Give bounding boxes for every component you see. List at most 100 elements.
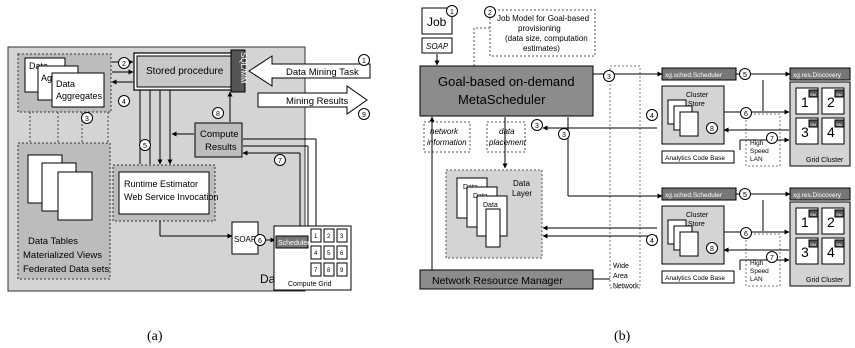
runtime-estimator-box xyxy=(118,171,210,215)
svg-text:3: 3 xyxy=(801,244,809,260)
grid-clusters: xg.sched.Scheduler xg.res.DiscoveryCluste… xyxy=(661,67,851,287)
svg-text:xg.res.Discovery: xg.res.Discovery xyxy=(793,72,842,79)
svg-text:Materialized Views: Materialized Views xyxy=(23,250,102,261)
svg-text:network: network xyxy=(430,127,459,136)
step-circle xyxy=(139,139,151,151)
svg-text:Compute: Compute xyxy=(200,129,239,140)
step-circle xyxy=(118,95,130,107)
svg-text:(data size, computation: (data size, computation xyxy=(505,34,588,43)
panel-b: Job SOAP Job Model for Goal-based provis… xyxy=(419,5,851,344)
step-circle xyxy=(646,109,658,121)
step-circle xyxy=(706,242,718,254)
svg-text:Speed: Speed xyxy=(750,148,769,155)
step-number: 5 xyxy=(143,143,147,150)
step-circle xyxy=(484,6,496,18)
sm-badge xyxy=(808,239,819,248)
svg-text:SM: SM xyxy=(810,212,816,217)
svg-text:Analytics Code Base: Analytics Code Base xyxy=(665,155,725,162)
svg-text:SM: SM xyxy=(836,92,842,97)
step-circle xyxy=(212,107,224,119)
step-number: 1 xyxy=(362,58,366,65)
svg-text:High: High xyxy=(750,140,764,147)
svg-text:Analytics Code Base: Analytics Code Base xyxy=(665,275,725,282)
svg-text:Grid Cluster: Grid Cluster xyxy=(806,277,844,284)
svg-text:Mining Results: Mining Results xyxy=(286,96,349,107)
svg-text:Results: Results xyxy=(205,142,237,153)
sm-badge xyxy=(808,89,819,98)
step-number: 2 xyxy=(488,10,492,17)
step-number: 4 xyxy=(122,99,126,106)
step-number: 2 xyxy=(122,61,126,68)
svg-text:LAN: LAN xyxy=(750,276,763,283)
grid-cell-number: 6 xyxy=(340,251,344,257)
svg-text:Data: Data xyxy=(483,202,498,209)
job-box xyxy=(421,7,453,35)
step-number: 8 xyxy=(710,246,714,253)
step-number: 3 xyxy=(562,132,566,139)
svg-text:Data: Data xyxy=(56,79,75,89)
svg-text:Federated Data sets: Federated Data sets xyxy=(23,264,109,275)
svg-text:Data Tables: Data Tables xyxy=(28,236,78,247)
step-circle xyxy=(118,57,130,69)
sm-badge xyxy=(834,209,845,218)
step-number: 4 xyxy=(650,113,654,120)
step-circle xyxy=(740,227,752,239)
grid-cell-number: 5 xyxy=(327,251,331,257)
sm-badge xyxy=(834,89,845,98)
job-model-box xyxy=(489,9,596,57)
soap-box-b xyxy=(421,37,453,54)
caption-a: (a) xyxy=(147,329,163,344)
svg-text:Wide: Wide xyxy=(613,263,629,270)
svg-text:SM: SM xyxy=(836,242,842,247)
step-number: 4 xyxy=(650,238,654,245)
svg-text:Network: Network xyxy=(613,283,639,290)
step-number: 5 xyxy=(743,72,747,79)
step-number: 8 xyxy=(216,111,220,118)
grid-cell xyxy=(323,228,335,243)
step-circle xyxy=(446,5,458,17)
svg-text:Store: Store xyxy=(688,101,705,108)
analytics-code-base xyxy=(661,150,735,164)
step-number: 9 xyxy=(362,112,366,119)
step-number: 3 xyxy=(607,74,611,81)
step-circle xyxy=(531,119,543,131)
grid-cell xyxy=(323,262,335,277)
svg-text:SM: SM xyxy=(810,242,816,247)
grid-cell xyxy=(310,245,322,260)
svg-text:SQL/MM: SQL/MM xyxy=(239,52,248,84)
svg-text:Runtime Estimator: Runtime Estimator xyxy=(124,179,198,189)
step-number: 3 xyxy=(85,116,89,123)
svg-text:1: 1 xyxy=(801,94,809,110)
grid-cell xyxy=(336,228,348,243)
svg-text:xg.sched.Scheduler: xg.sched.Scheduler xyxy=(665,192,723,199)
grid-cell-number: 9 xyxy=(340,268,344,274)
step-number: 5 xyxy=(743,192,747,199)
svg-text:2: 2 xyxy=(827,94,835,110)
data-mining-task-arrow xyxy=(248,55,371,87)
svg-text:provisioning: provisioning xyxy=(518,24,561,33)
svg-text:xg.sched.Scheduler: xg.sched.Scheduler xyxy=(665,72,723,79)
grid-cell-number: 8 xyxy=(327,268,331,274)
svg-text:Compute Grid: Compute Grid xyxy=(288,281,332,288)
step-circle xyxy=(739,68,751,80)
svg-text:Network Resource Manager: Network Resource Manager xyxy=(432,275,563,287)
xg-res-discovery xyxy=(789,67,851,81)
svg-text:Cluster: Cluster xyxy=(686,92,709,99)
sm-badge xyxy=(834,119,845,128)
sm-badge xyxy=(834,239,845,248)
step-circle xyxy=(706,122,718,134)
svg-text:Grid Cluster: Grid Cluster xyxy=(806,157,844,164)
cluster-group: xg.sched.Scheduler xg.res.DiscoveryCluste… xyxy=(661,67,851,167)
grid-cell xyxy=(336,262,348,277)
grid-cell-number: 4 xyxy=(314,251,318,257)
sm-badge xyxy=(808,209,819,218)
step-number: 3 xyxy=(535,123,539,130)
mining-results-arrow xyxy=(257,85,368,115)
svg-text:SM: SM xyxy=(836,122,842,127)
svg-text:Data: Data xyxy=(513,179,530,188)
svg-text:information: information xyxy=(427,138,467,147)
step-circle xyxy=(81,112,93,124)
